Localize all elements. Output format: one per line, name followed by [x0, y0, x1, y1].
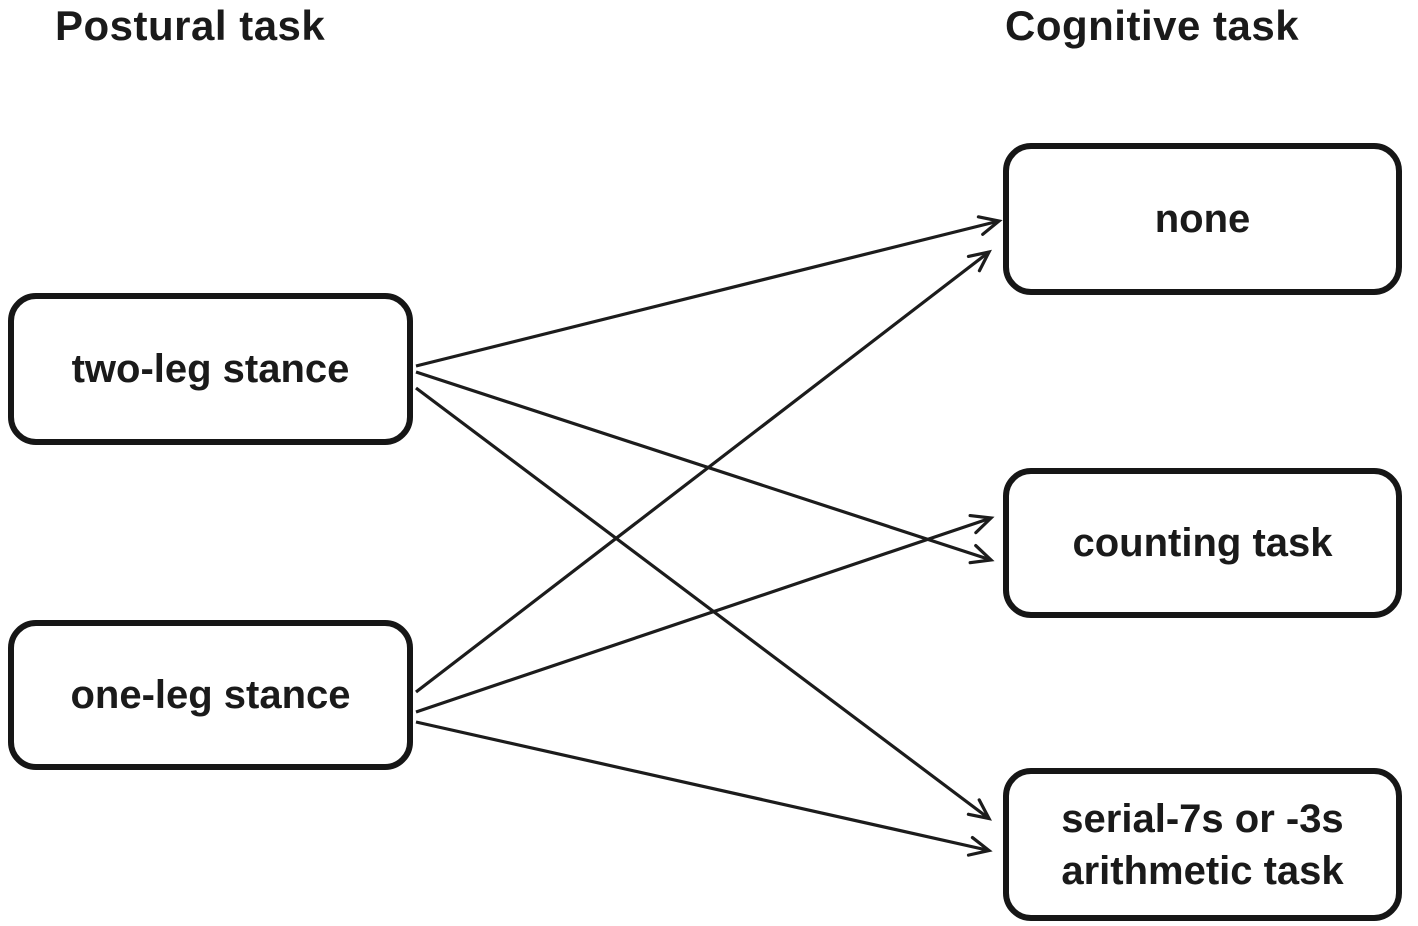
- postural-task-title: Postural task: [55, 2, 326, 49]
- edge-arrow-two-leg-to-counting: [415, 370, 995, 565]
- node-counting-task: counting task: [1003, 468, 1402, 618]
- node-one-leg-stance: one-leg stance: [8, 620, 413, 770]
- node-counting-task-label: counting task: [1072, 521, 1333, 565]
- node-none-label: none: [1154, 197, 1251, 241]
- edge-arrow-one-leg-to-serial: [415, 720, 993, 857]
- edge-arrow-one-leg-to-none: [415, 249, 992, 694]
- node-serial-arithmetic-task-label-line1: serial-7s or -3s: [1061, 796, 1344, 841]
- edge-arrow-one-leg-to-counting: [415, 513, 995, 714]
- cognitive-task-title: Cognitive task: [1005, 2, 1300, 49]
- node-serial-arithmetic-task-label-line2: arithmetic task: [1061, 848, 1344, 893]
- node-one-leg-stance-label: one-leg stance: [70, 673, 351, 717]
- node-two-leg-stance: two-leg stance: [8, 293, 413, 445]
- node-none: none: [1003, 143, 1402, 295]
- edge-arrow-two-leg-to-serial: [415, 386, 992, 821]
- node-two-leg-stance-label: two-leg stance: [71, 347, 350, 391]
- edge-arrow-two-leg-to-none: [415, 215, 1003, 368]
- node-serial-arithmetic-task: serial-7s or -3s arithmetic task: [1003, 768, 1402, 921]
